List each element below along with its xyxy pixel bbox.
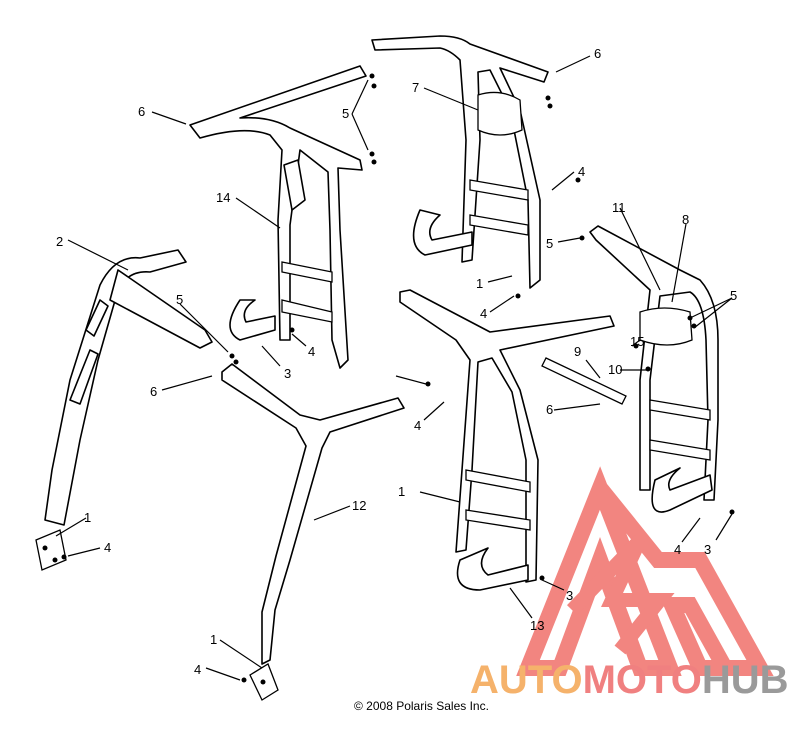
callout-9: 15 [630, 334, 644, 349]
callout-12: 12 [352, 498, 366, 513]
callout-4: 4 [578, 164, 585, 179]
part-7-rear-right-upright [371, 35, 549, 289]
callout-5: 5 [546, 236, 553, 251]
callout-3: 4 [674, 542, 681, 557]
callout-10: 9 [574, 344, 581, 359]
part-10-bracket [541, 357, 627, 405]
hardware-fasteners [61, 73, 735, 683]
callout-4: 4 [194, 662, 201, 677]
callout-8: 8 [682, 212, 689, 227]
callout-labels: 2 6 5 14 5 6 3 4 1 4 12 1 4 6 7 4 5 1 4 … [56, 46, 737, 677]
callout-2: 2 [56, 234, 63, 249]
callout-4: 4 [104, 540, 111, 555]
callout-14: 14 [216, 190, 230, 205]
copyright-text: © 2008 Polaris Sales Inc. [354, 699, 489, 713]
callout-3: 3 [284, 366, 291, 381]
callout-4: 10 [608, 362, 622, 377]
callout-4: 4 [308, 344, 315, 359]
part-12-front-cross-tube [221, 363, 405, 701]
callout-1: 1 [210, 632, 217, 647]
watermark-logo [516, 466, 774, 676]
part-13-rear-roll-bar [399, 289, 615, 591]
callout-1: 6 [546, 402, 553, 417]
watermark-brand-hub: HUB [702, 658, 789, 702]
callout-3: 13 [530, 618, 544, 633]
watermark-brand-auto: AUTO [470, 658, 583, 702]
callout-6: 6 [138, 104, 145, 119]
callout-15: 5 [730, 288, 737, 303]
callout-1: 1 [84, 510, 91, 525]
callout-6: 4 [414, 418, 421, 433]
callout-6: 6 [150, 384, 157, 399]
watermark-brand-moto: MOTO [583, 658, 702, 702]
callout-13: 1 [398, 484, 405, 499]
callout-5: 5 [176, 292, 183, 307]
watermark-brand-text: AUTOMOTOHUB [470, 658, 789, 702]
watermark-triangle-icon [516, 466, 774, 676]
callout-5: 5 [342, 106, 349, 121]
part-2-front-roll-bar [35, 249, 213, 571]
callout-11: 11 [612, 200, 626, 215]
watermark-swoosh-icon [566, 535, 675, 655]
callout-4: 3 [704, 542, 711, 557]
callout-1: 1 [476, 276, 483, 291]
callout-6: 6 [594, 46, 601, 61]
callout-4: 4 [480, 306, 487, 321]
part-14-rear-left-upright [189, 65, 367, 369]
callout-4: 3 [566, 588, 573, 603]
leader-lines [55, 55, 733, 681]
callout-7: 7 [412, 80, 419, 95]
part-11-right-upright [589, 225, 719, 513]
